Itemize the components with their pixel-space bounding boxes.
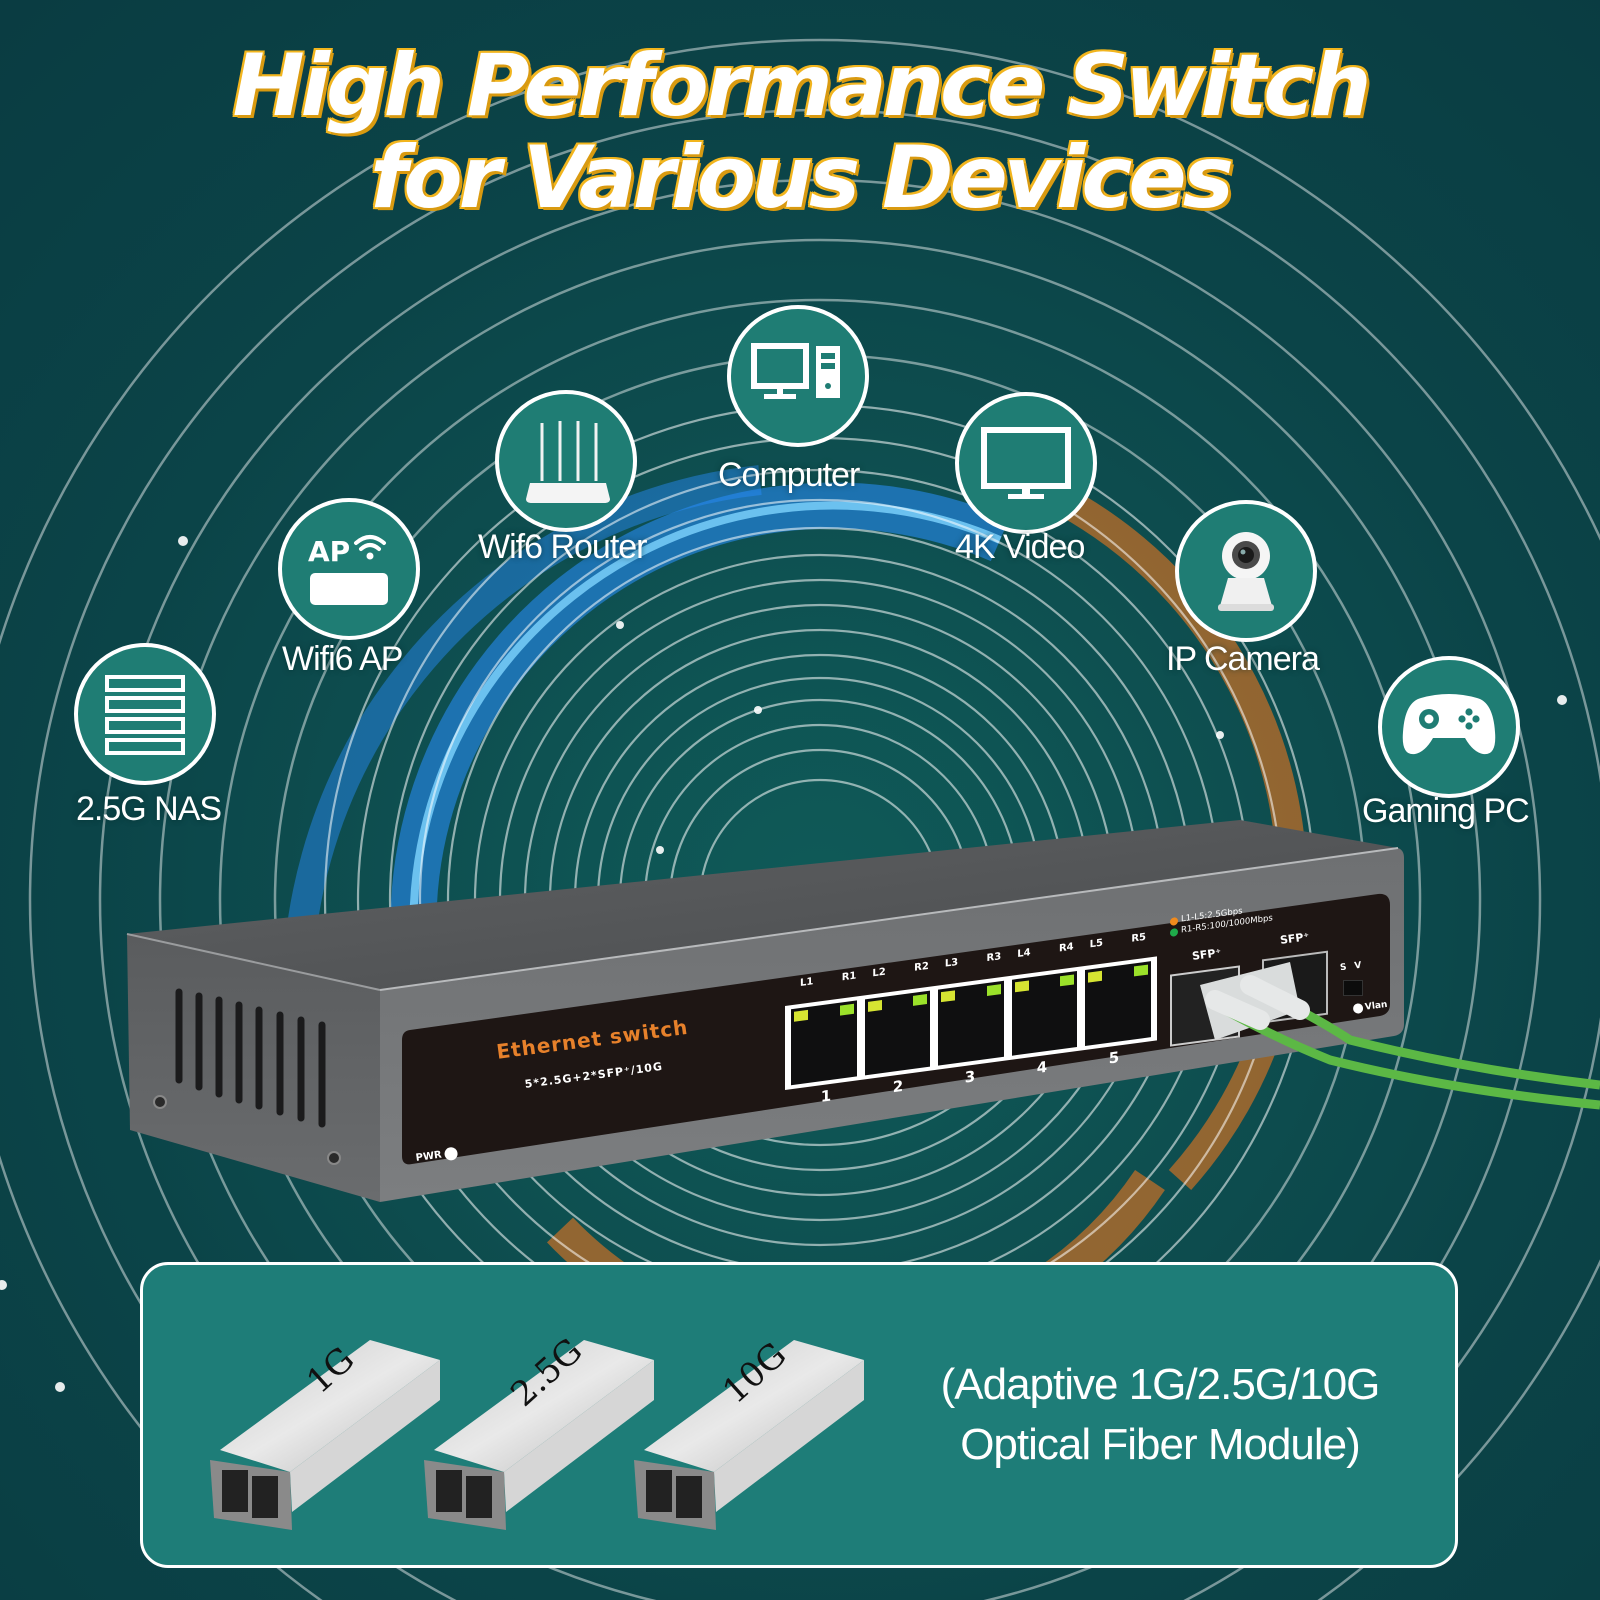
access-point-icon: AP [308,535,388,605]
desktop-computer-icon [751,343,840,399]
device-nas [74,643,216,785]
device-router [495,390,637,532]
svg-text:AP: AP [308,535,350,568]
gamepad-icon [1402,694,1496,755]
modules-caption: (Adaptive 1G/2.5G/10G Optical Fiber Modu… [900,1355,1420,1475]
nas-icon [105,675,185,755]
sfp-module-10g: 10G [634,1335,864,1530]
device-video [955,392,1097,534]
ip-camera-icon [1218,532,1274,611]
device-label-router: Wif6 Router [478,528,647,566]
device-label-camera: IP Camera [1166,640,1320,678]
modules-caption-line-1: (Adaptive 1G/2.5G/10G [940,1360,1381,1409]
headline-line-2: for Various Devices [370,128,1234,228]
vlan-mode-toggle[interactable] [1343,980,1363,996]
sfp-module-1g: 1G [210,1339,440,1530]
device-label-ap: Wifi6 AP [282,640,403,678]
device-camera [1175,500,1317,642]
headline: High Performance Switch for Various Devi… [0,40,1600,224]
device-ap: AP [278,498,420,640]
monitor-icon [981,427,1071,499]
device-computer [727,305,869,447]
sfp-module-2-5g: 2.5G [424,1331,654,1530]
modules-caption-line-2: Optical Fiber Module) [960,1420,1361,1469]
headline-line-1: High Performance Switch [232,36,1372,136]
router-icon [526,421,610,503]
device-label-computer: Computer [718,456,860,494]
device-gaming [1378,656,1520,798]
device-label-video: 4K Video [955,528,1085,566]
